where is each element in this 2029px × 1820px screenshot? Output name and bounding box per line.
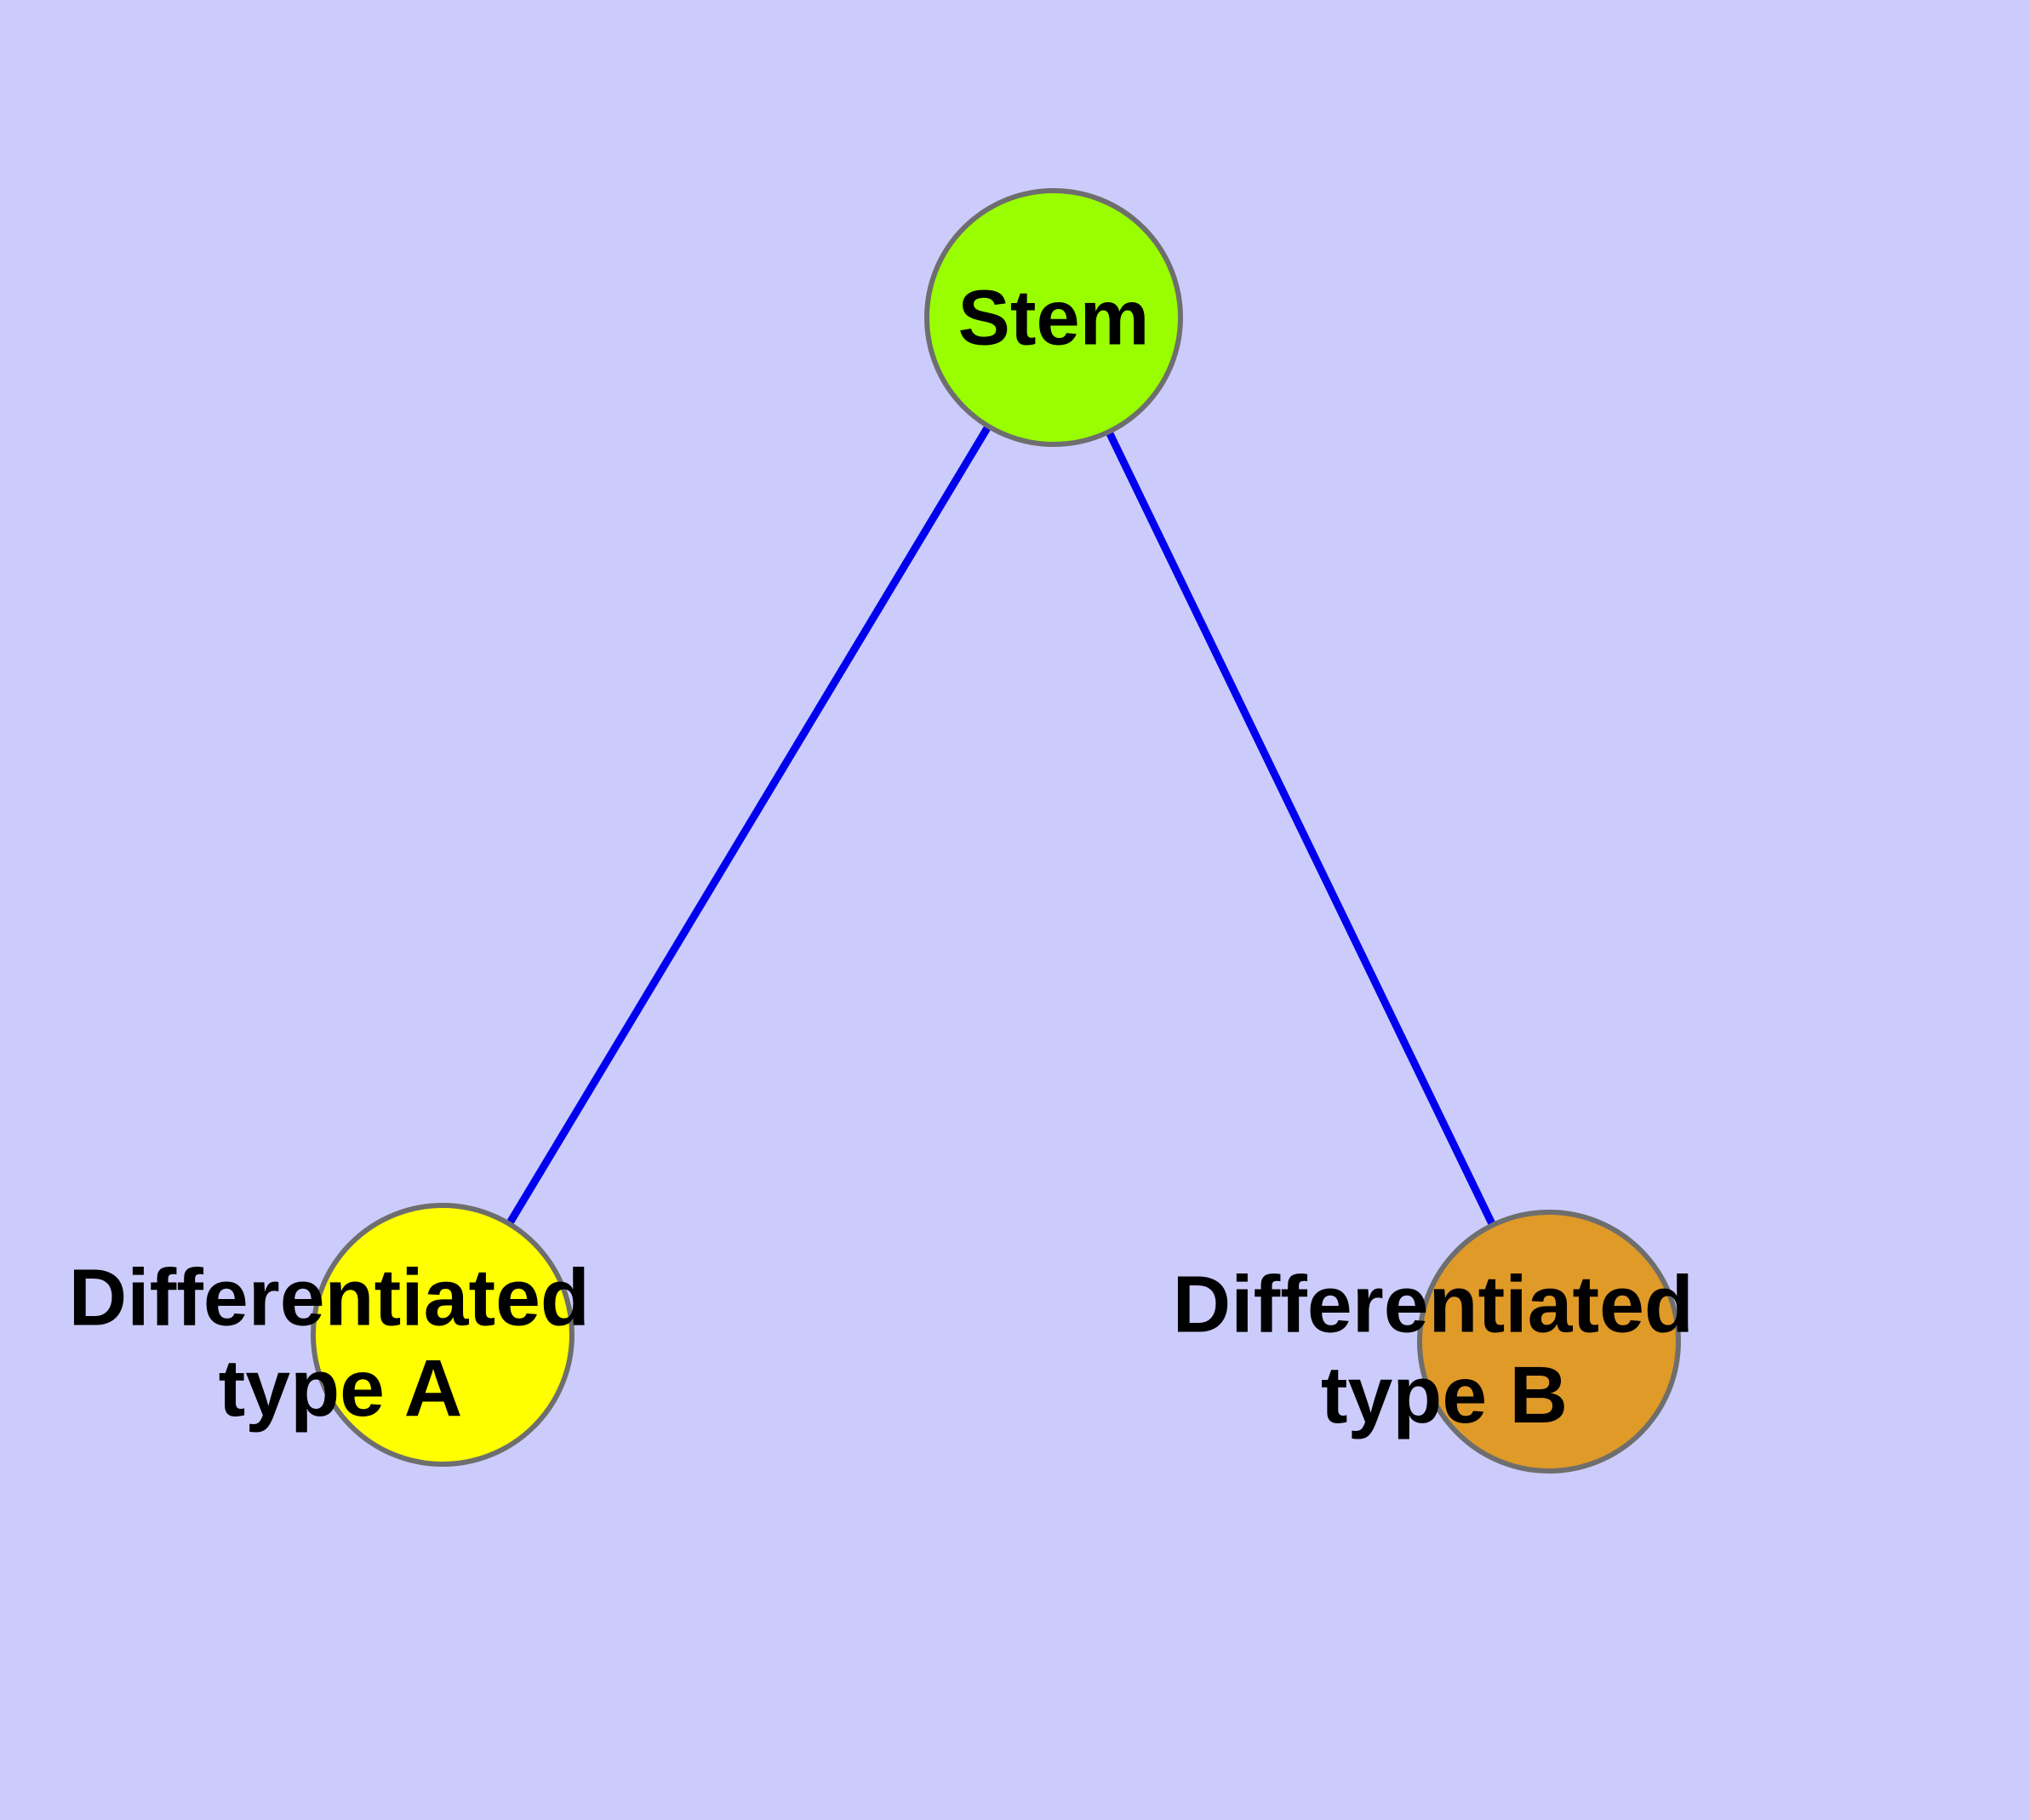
- node-diff-type-a-label-line-1: Differentiated: [69, 1253, 590, 1343]
- node-stem-label: Stem: [958, 274, 1150, 361]
- node-diff-type-b-label: Differentiated type B: [1173, 1260, 1717, 1440]
- edges-layer: [439, 315, 1553, 1343]
- node-stem-circle[interactable]: [924, 188, 1183, 447]
- node-diff-type-b[interactable]: Differentiated type B: [1173, 1210, 1717, 1474]
- node-diff-type-a-label: Differentiated type A: [69, 1253, 613, 1434]
- node-diff-type-a-label-line-2: type A: [219, 1343, 463, 1434]
- node-diff-type-b-label-line-1: Differentiated: [1173, 1260, 1694, 1350]
- node-diff-type-a[interactable]: Differentiated type A: [69, 1203, 613, 1467]
- edge-stem-to-diff-b[interactable]: [1049, 316, 1553, 1343]
- nodes-layer: Stem Differentiated type A Differentiate…: [69, 188, 1717, 1474]
- node-diff-type-a-circle[interactable]: [311, 1203, 574, 1467]
- node-diff-type-b-circle[interactable]: [1417, 1210, 1681, 1474]
- node-diff-type-b-label-line-2: type B: [1321, 1350, 1568, 1440]
- edge-stem-to-diff-a[interactable]: [439, 315, 1057, 1337]
- node-stem[interactable]: Stem: [924, 188, 1183, 447]
